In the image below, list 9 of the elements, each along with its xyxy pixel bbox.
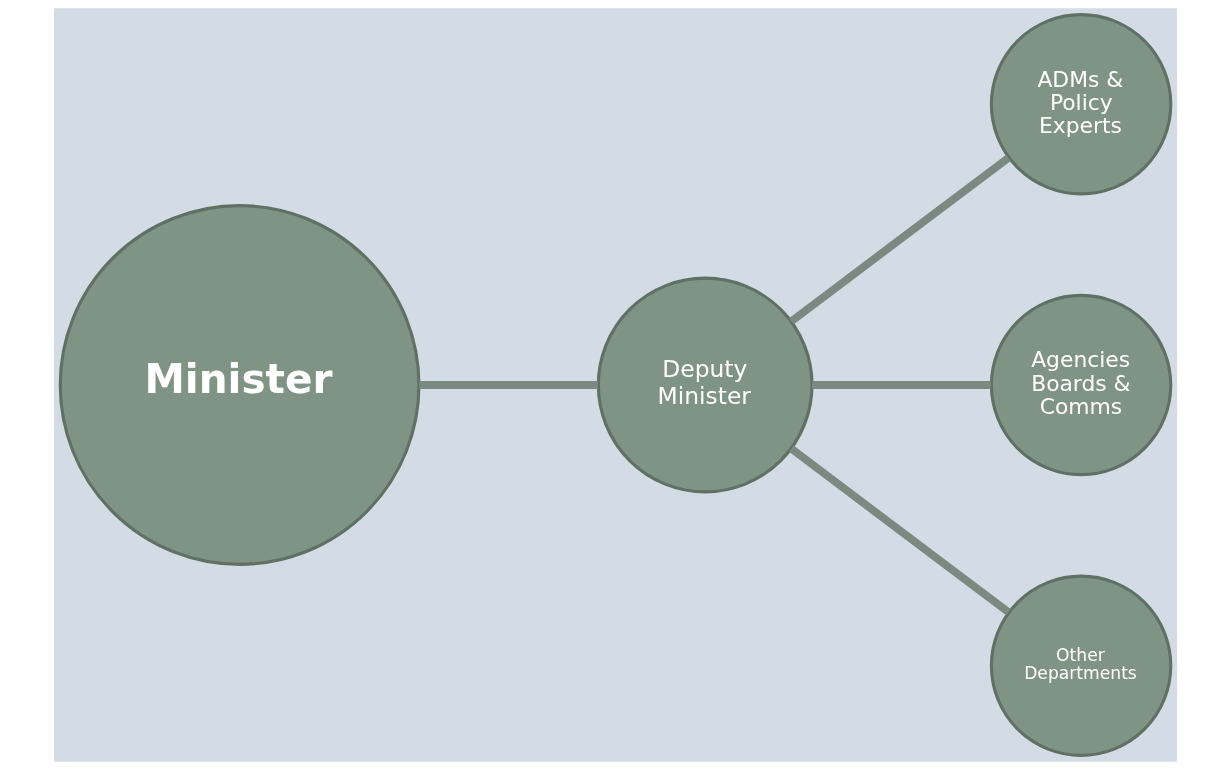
connector xyxy=(811,381,991,389)
node-circle: Deputy Minister xyxy=(596,276,814,494)
connector xyxy=(788,154,1011,325)
node-circle: Other Departments xyxy=(989,574,1172,757)
node-circle: Agencies Boards & Comms xyxy=(989,293,1172,477)
node-circle: ADMs & Policy Experts xyxy=(989,13,1172,196)
connector xyxy=(418,381,598,389)
connector xyxy=(788,445,1011,616)
node-circle: Minister xyxy=(58,204,421,566)
